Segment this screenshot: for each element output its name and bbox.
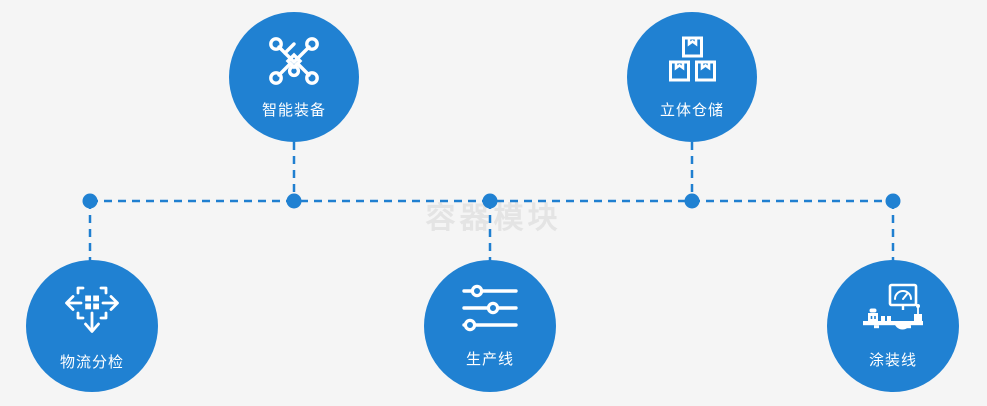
- sorting-icon: [62, 281, 122, 337]
- sliders-icon: [460, 284, 520, 334]
- node-smart-equipment[interactable]: 智能装备: [229, 12, 359, 142]
- node-label-painting-line: 涂装线: [868, 351, 917, 369]
- network-nodes-icon: [266, 35, 322, 87]
- node-painting-line[interactable]: 涂装线: [827, 260, 959, 392]
- node-logistics-sorting[interactable]: 物流分检: [26, 260, 158, 392]
- node-production-line[interactable]: 生产线: [424, 260, 556, 392]
- node-label-production-line: 生产线: [465, 350, 514, 368]
- stacked-boxes-icon: [664, 35, 720, 87]
- node-label-logistics-sorting: 物流分检: [59, 353, 124, 371]
- node-stereoscopic-warehouse[interactable]: 立体仓储: [627, 12, 757, 142]
- paint-line-machine-icon: [860, 283, 926, 335]
- watermark-text: 容器模块: [425, 202, 562, 235]
- node-label-stereoscopic-warehouse: 立体仓储: [659, 101, 724, 119]
- node-label-smart-equipment: 智能装备: [261, 101, 326, 119]
